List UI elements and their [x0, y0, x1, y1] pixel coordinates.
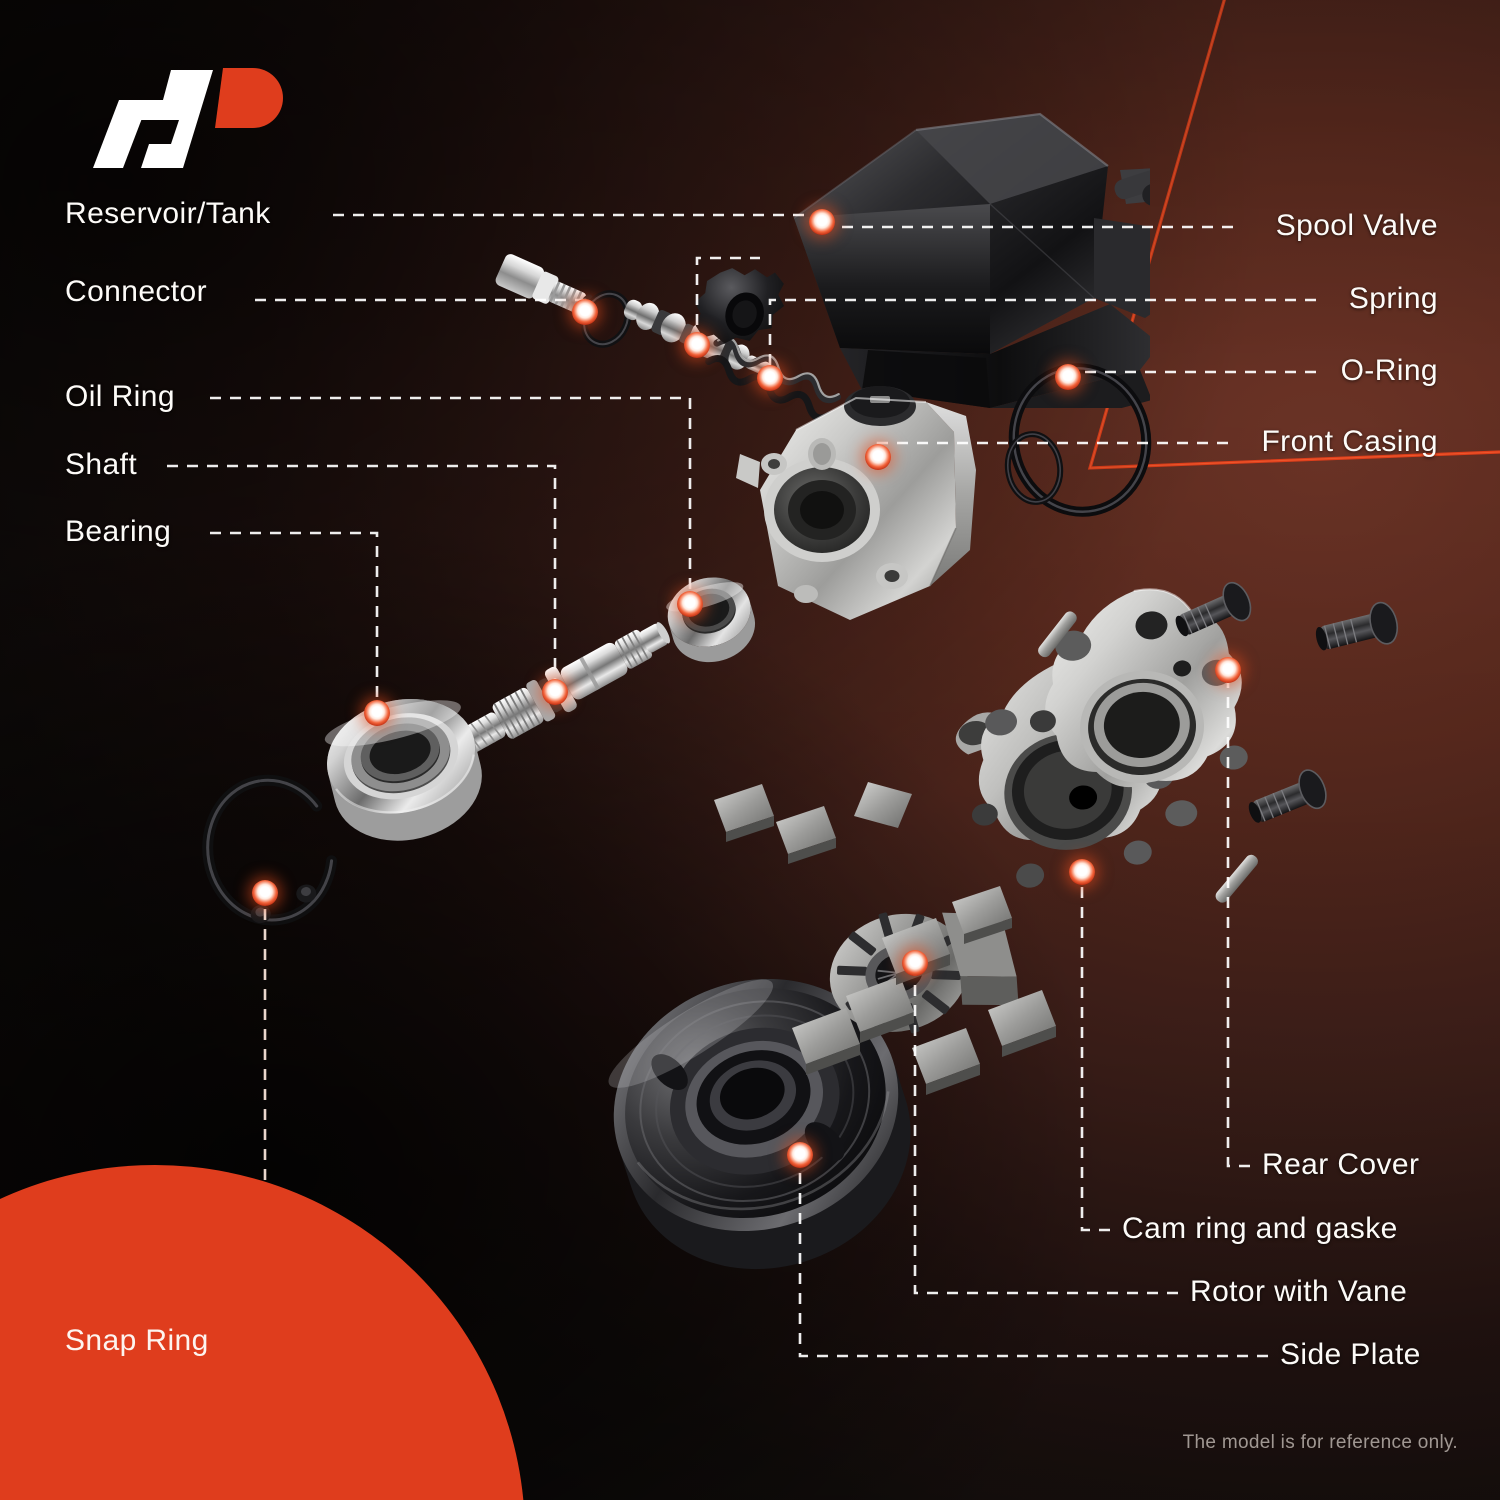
label-bearing: Bearing [65, 515, 172, 548]
label-rear-cover: Rear Cover [1262, 1148, 1420, 1181]
part-dowel-pins [1038, 611, 1258, 903]
marker-oil-ring[interactable] [677, 591, 703, 617]
part-snap-ring [202, 774, 338, 926]
label-side-plate: Side Plate [1280, 1338, 1421, 1371]
marker-bearing[interactable] [364, 700, 390, 726]
part-bolts [1175, 581, 1399, 823]
marker-spool-valve[interactable] [684, 332, 710, 358]
part-valve-cap [694, 268, 785, 344]
marker-snap-ring[interactable] [252, 880, 278, 906]
label-connector: Connector [65, 275, 208, 308]
label-reservoir-tank: Reservoir/Tank [65, 197, 271, 230]
marker-reservoir-tank[interactable] [809, 209, 835, 235]
part-oil-ring [666, 577, 756, 663]
label-oil-ring: Oil Ring [65, 380, 175, 413]
hp-logo [75, 62, 305, 172]
label-spool-valve: Spool Valve [1275, 209, 1438, 242]
marker-shaft[interactable] [542, 679, 568, 705]
label-cam-ring-gasket: Cam ring and gaske [1122, 1212, 1398, 1245]
footnote-reference-only: The model is for reference only. [1182, 1432, 1458, 1453]
marker-connector[interactable] [572, 299, 598, 325]
marker-cam-ring-gasket[interactable] [1069, 859, 1095, 885]
label-shaft: Shaft [65, 448, 138, 481]
marker-rotor-with-vane[interactable] [902, 950, 928, 976]
marker-spring[interactable] [757, 365, 783, 391]
label-o-ring: O-Ring [1340, 354, 1438, 387]
marker-rear-cover[interactable] [1215, 657, 1241, 683]
label-spring: Spring [1348, 282, 1438, 315]
marker-front-casing[interactable] [865, 444, 891, 470]
part-connector [495, 254, 593, 317]
part-rear-cover [1029, 588, 1248, 827]
label-snap-ring: Snap Ring [65, 1324, 209, 1357]
label-front-casing: Front Casing [1261, 425, 1438, 458]
marker-side-plate[interactable] [787, 1142, 813, 1168]
marker-o-ring[interactable] [1055, 364, 1081, 390]
label-rotor-with-vane: Rotor with Vane [1190, 1275, 1408, 1308]
part-front-casing [736, 386, 976, 620]
part-bearing [324, 698, 482, 841]
